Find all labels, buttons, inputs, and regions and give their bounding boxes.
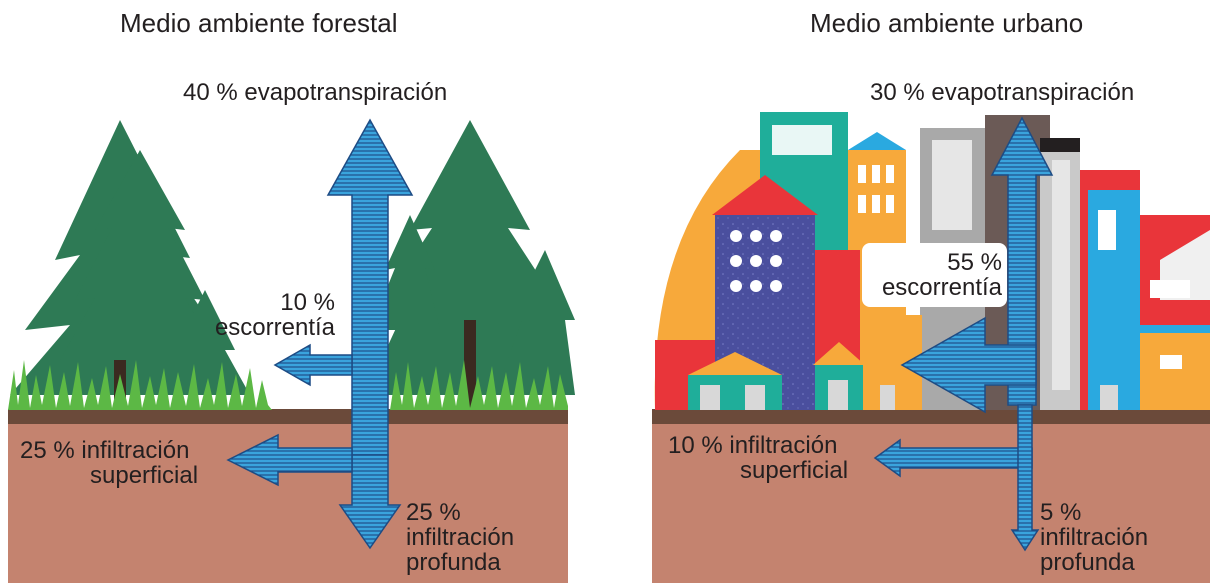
urban-panel [652,112,1210,583]
urban-runoff-arrow [900,316,1037,414]
urban-deep-pct: 5 % [1040,499,1082,526]
urban-deep-label-2: profunda [1040,549,1135,576]
forest-panel [8,118,575,583]
forest-soil-top [8,409,568,424]
forest-runoff-pct: 10 % [280,289,335,316]
urban-evapo-label: 30 % evapotranspiración [870,79,1135,106]
urban-shallow-label: superficial [740,457,849,484]
forest-evapo-label: 40 % evapotranspiración [183,79,448,106]
forest-shallow-label: superficial [90,462,199,489]
arrow-icon [873,116,1054,552]
forest-shallow-pct: 25 % infiltración [20,437,190,464]
urban-deep-arrow [1010,404,1040,552]
forest-title: Medio ambiente forestal [120,8,398,38]
urban-shallow-pct: 10 % infiltración [668,432,838,459]
urban-title: Medio ambiente urbano [810,8,1084,38]
forest-soil [8,409,568,583]
urban-shallow-arrow [873,438,1033,478]
urban-runoff-label: escorrentía [881,274,1002,301]
forest-deep-pct: 25 % [406,499,461,526]
grass-icon [8,360,568,410]
forest-shallow-arrow [226,433,353,487]
forest-runoff-label: escorrentía [214,314,335,341]
forest-deep-label-1: infiltración [406,524,515,551]
forest-deep-arrow [338,454,402,550]
urban-soil-top [652,409,1210,424]
building-icon [654,112,1210,410]
forest-deep-label-2: profunda [406,549,501,576]
urban-runoff-pct: 55 % [947,249,1002,276]
forest-runoff-arrow [273,343,353,387]
urban-deep-label-1: infiltración [1040,524,1149,551]
urban-soil [652,409,1210,583]
arrow-icon [226,118,414,550]
